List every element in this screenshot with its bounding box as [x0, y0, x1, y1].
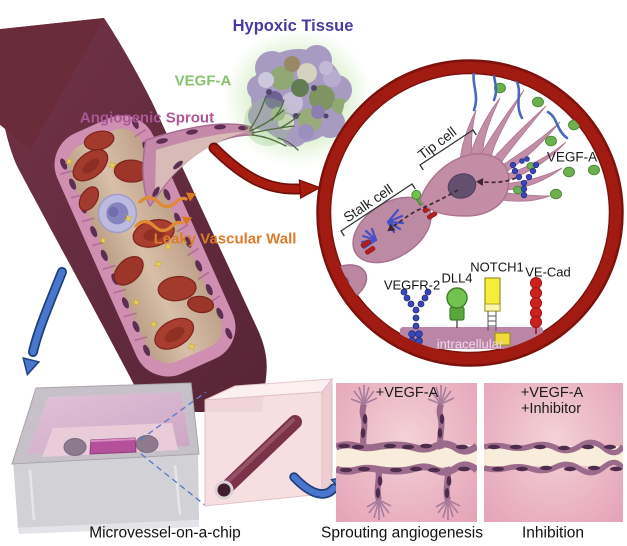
- sprout-filopodia: [350, 385, 461, 520]
- label-vegfr2: VEGFR-2: [383, 277, 441, 293]
- receptor-legend: [400, 277, 543, 349]
- label-hypoxic-tissue: Hypoxic Tissue: [232, 16, 354, 35]
- zoom-lines: [139, 391, 207, 507]
- arrow-to-chip: [22, 267, 67, 377]
- notch1-glyph: [484, 277, 511, 346]
- sprout-tip-filaments: [249, 95, 301, 151]
- panel-sprouting-angiogenesis: [336, 383, 477, 522]
- vessel-cut-face: [0, 18, 104, 150]
- label-panel2-inhibitor: +Inhibitor: [520, 400, 582, 417]
- chip-illustration: [11, 377, 340, 534]
- vessel-opening: [214, 480, 234, 500]
- label-dll4: DLL4: [441, 270, 473, 286]
- angiogenic-sprout-branch: [142, 95, 301, 208]
- vegfr2-glyph: [400, 288, 432, 345]
- label-panel1-vegf: +VEGF-A: [375, 384, 439, 401]
- inset-magnified-sprout: [316, 59, 624, 367]
- blood-vessel-illustration: [0, 18, 322, 412]
- caption-inhibition: Inhibition: [521, 524, 585, 542]
- cell-brackets: [340, 129, 477, 237]
- vessel-lumen: [54, 115, 236, 377]
- signal-sparkles: [64, 157, 197, 351]
- inhibited-vessel-art: [484, 439, 623, 476]
- label-inset-vegf-a: VEGF-A: [546, 149, 598, 165]
- white-blood-cell: [97, 193, 138, 234]
- label-vegf-a: VEGF-A: [174, 72, 232, 90]
- panel-inhibition: [484, 383, 623, 522]
- arrow-to-inset: [208, 142, 322, 199]
- microvessel-lumen: [217, 415, 302, 497]
- vecad-glyph: [530, 277, 542, 334]
- hypoxic-tissue-illustration: [223, 29, 373, 167]
- wall-nuclei: [488, 444, 622, 472]
- label-ve-cad: VE-Cad: [525, 264, 571, 280]
- vegf-molecules: [494, 82, 600, 200]
- ve-cad-junctions: [330, 204, 438, 301]
- caption-sprouting: Sprouting angiogenesis: [320, 524, 484, 542]
- wall-nuclei: [338, 414, 470, 498]
- sprouting-vessel-art: [336, 385, 477, 520]
- caption-microvessel-chip: Microvessel-on-a-chip: [89, 524, 241, 542]
- label-leaky-vascular-wall: Leaky Vascular Wall: [153, 230, 297, 248]
- chip-well-right: [135, 435, 159, 453]
- dll4-glyph: [446, 287, 468, 328]
- vegfr2-on-filopodium: [509, 156, 540, 199]
- chip-glass-base: [13, 450, 199, 528]
- chip-well-left: [63, 438, 87, 456]
- label-intracellular: intracellular: [436, 336, 504, 352]
- tissue-mass: [247, 45, 352, 147]
- label-panel2-vegf: +VEGF-A: [520, 384, 584, 401]
- label-notch1: NOTCH1: [470, 259, 524, 275]
- leaky-wall-arrows: [134, 195, 188, 233]
- label-angiogenic-sprout: Angiogenic Sprout: [79, 109, 215, 127]
